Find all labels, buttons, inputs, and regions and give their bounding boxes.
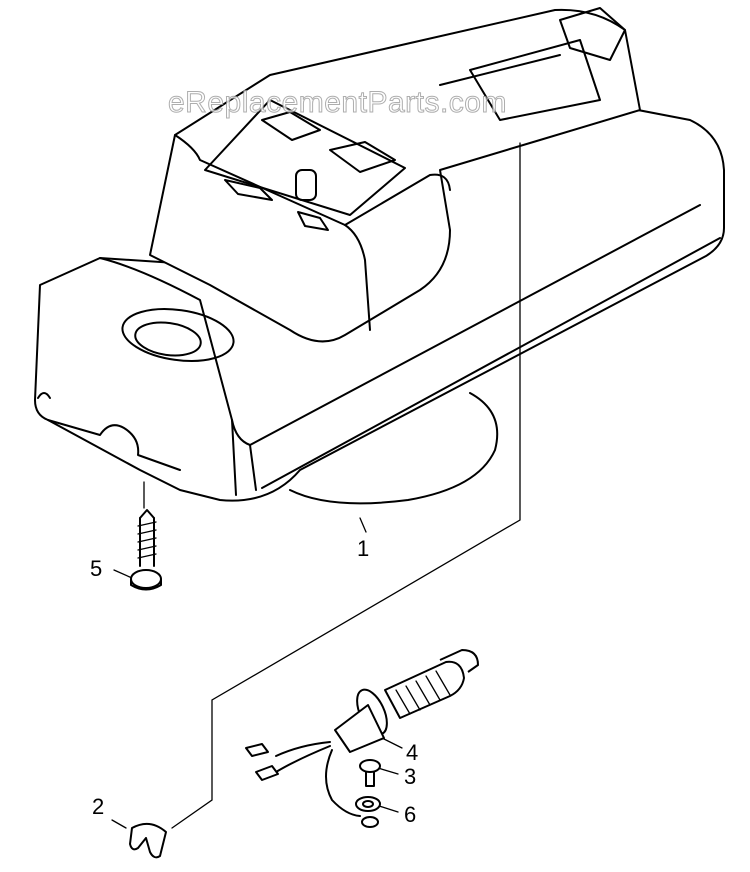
callout-label-5: 5 <box>90 556 103 581</box>
washer-icon <box>355 796 381 828</box>
callout-label-2: 2 <box>92 794 105 819</box>
housing-cover-icon <box>34 7 725 502</box>
screw-icon <box>359 759 381 787</box>
screw-icon <box>130 509 162 591</box>
callout-label-6: 6 <box>404 802 417 827</box>
seal-ring-icon <box>289 392 499 505</box>
callout-label-4: 4 <box>406 740 419 765</box>
clip-icon <box>129 822 167 859</box>
watermark-text: eReplacementParts.com <box>168 86 507 120</box>
callout-label-1: 1 <box>357 536 370 561</box>
callout-label-3: 3 <box>404 764 417 789</box>
power-cord-icon <box>245 649 479 817</box>
